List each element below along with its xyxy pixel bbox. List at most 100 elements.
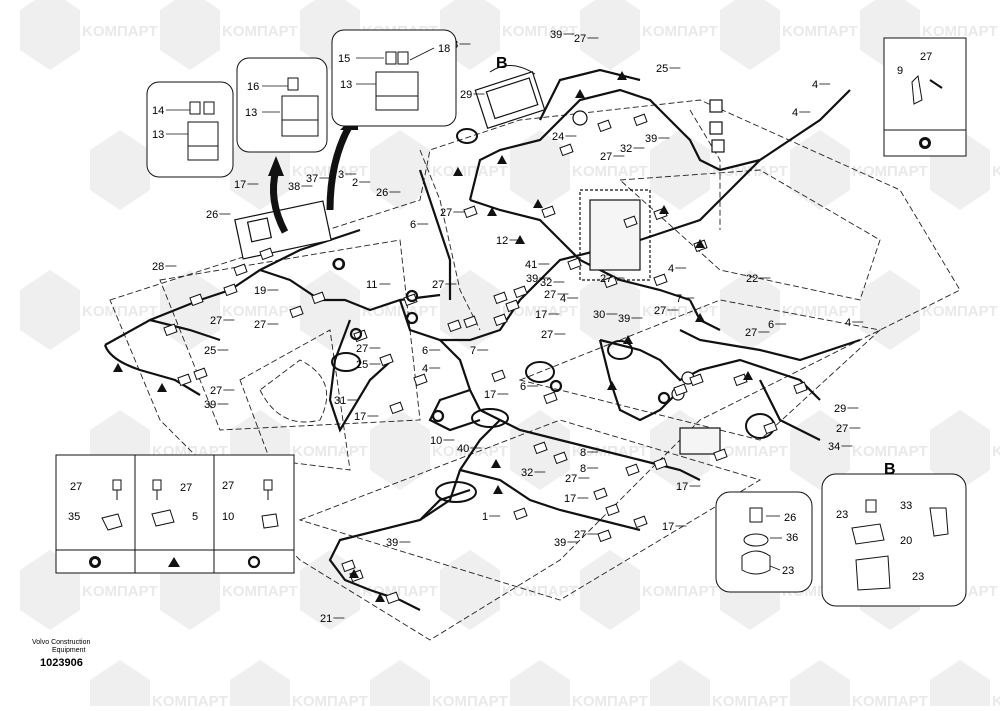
connector bbox=[625, 463, 640, 477]
callout-number: 29 bbox=[834, 403, 846, 415]
callout-number: 17 bbox=[484, 389, 496, 401]
callout-number: 21 bbox=[320, 613, 332, 625]
watermark-text: KOMПAPT bbox=[222, 23, 298, 40]
connector bbox=[673, 383, 688, 397]
callout-number: 26 bbox=[376, 187, 388, 199]
callout-number: 4 bbox=[792, 107, 798, 119]
watermark-text: KOMПAPT bbox=[222, 303, 298, 320]
triangle-mark bbox=[623, 335, 633, 344]
ring-mark bbox=[549, 379, 563, 393]
watermark-text: KOMПAPT bbox=[292, 693, 368, 706]
relay-inset-3-label-c: 13 bbox=[340, 79, 352, 91]
watermark-logo bbox=[370, 410, 430, 490]
connector bbox=[413, 373, 428, 387]
callout-number: 17 bbox=[234, 179, 246, 191]
callout-number: 27 bbox=[836, 423, 848, 435]
connector bbox=[713, 448, 728, 462]
watermark-logo bbox=[370, 660, 430, 711]
detail-b-title: B bbox=[884, 461, 896, 478]
connector bbox=[543, 391, 558, 405]
callout-number: 37 bbox=[306, 173, 318, 185]
ring-mark bbox=[332, 257, 346, 271]
legend-cell-1-label-b: 35 bbox=[68, 511, 80, 523]
watermark-text: KOMПAPT bbox=[502, 303, 578, 320]
watermark-text: KOMПAPT bbox=[712, 693, 788, 706]
callout-number: 27 bbox=[565, 473, 577, 485]
callout-number: 40 bbox=[457, 443, 469, 455]
watermark-text: KOMПAPT bbox=[992, 443, 1000, 460]
triangle-mark bbox=[515, 235, 525, 244]
callout-number: 6 bbox=[768, 319, 774, 331]
callout-number: 19 bbox=[254, 285, 266, 297]
detail-b-label-a: 33 bbox=[900, 500, 912, 512]
triangle-mark bbox=[659, 205, 669, 214]
watermark-text: KOMПAPT bbox=[852, 693, 928, 706]
watermark-logo bbox=[930, 660, 990, 711]
callout-number: 27 bbox=[544, 289, 556, 301]
connector bbox=[289, 305, 304, 319]
callout-number: 27 bbox=[356, 343, 368, 355]
ring-mark bbox=[405, 289, 419, 303]
relay-inset-2: 16 13 bbox=[236, 57, 328, 153]
watermark-logo bbox=[370, 130, 430, 210]
relay-inset-2-label-a: 16 bbox=[247, 81, 259, 93]
watermark-logo bbox=[790, 410, 850, 490]
watermark-logo bbox=[580, 270, 640, 350]
callout-leaders bbox=[165, 33, 953, 619]
watermark-logo bbox=[160, 0, 220, 70]
connector bbox=[379, 353, 394, 367]
callout-number: 4 bbox=[422, 363, 428, 375]
watermark-logo bbox=[440, 550, 500, 630]
connector bbox=[653, 457, 668, 471]
watermark-text: KOMПAPT bbox=[82, 23, 158, 40]
connector bbox=[463, 205, 478, 219]
callout-number: 27 bbox=[574, 33, 586, 45]
watermark-text: KOMПAPT bbox=[152, 693, 228, 706]
inset-top-right-label-b: 27 bbox=[920, 51, 932, 63]
triangle-mark bbox=[487, 207, 497, 216]
watermark-text: KOMПAPT bbox=[502, 583, 578, 600]
callout-number: 17 bbox=[676, 481, 688, 493]
callout-number: 34 bbox=[828, 441, 840, 453]
detail-b-inset: B 33 23 20 23 bbox=[821, 461, 967, 607]
connector bbox=[567, 257, 582, 271]
legend-cell-2-label-a: 27 bbox=[180, 482, 192, 494]
connector bbox=[223, 283, 238, 297]
legend-cell-3-label-b: 10 bbox=[222, 511, 234, 523]
footer-maker: Volvo Construction bbox=[32, 639, 91, 646]
connector bbox=[597, 529, 612, 543]
inset-top-right-label-a: 9 bbox=[897, 65, 903, 77]
connector bbox=[193, 367, 208, 381]
callout-number: 32 bbox=[540, 277, 552, 289]
callout-number: 4 bbox=[560, 293, 566, 305]
detail-b-label-d: 23 bbox=[912, 571, 924, 583]
ring-mark bbox=[431, 409, 445, 423]
watermark-logo bbox=[580, 550, 640, 630]
callout-number: 39 bbox=[550, 29, 562, 41]
connector bbox=[341, 559, 356, 573]
triangle-mark bbox=[695, 239, 705, 248]
callout-number: 25 bbox=[356, 359, 368, 371]
relay-inset-1-label-b: 13 bbox=[152, 129, 164, 141]
watermark-logo bbox=[720, 0, 780, 70]
callout-number: 10 bbox=[430, 435, 442, 447]
watermark-logo bbox=[230, 660, 290, 711]
inset-clamp-label-b: 36 bbox=[786, 532, 798, 544]
triangle-mark bbox=[375, 593, 385, 602]
inset-clamp-label-c: 23 bbox=[782, 565, 794, 577]
watermark-text: KOMПAPT bbox=[922, 303, 998, 320]
callout-number: 27 bbox=[210, 385, 222, 397]
callout-number: 39 bbox=[386, 537, 398, 549]
connector bbox=[689, 373, 704, 387]
watermark-logo bbox=[720, 270, 780, 350]
callout-number: 25 bbox=[204, 345, 216, 357]
triangle-mark bbox=[575, 89, 585, 98]
watermark-logo bbox=[20, 270, 80, 350]
callout-number: 27 bbox=[574, 529, 586, 541]
ring-mark bbox=[405, 311, 419, 325]
watermark-logo bbox=[300, 270, 360, 350]
connector bbox=[513, 507, 528, 521]
connector bbox=[491, 369, 506, 383]
callout-number: 26 bbox=[206, 209, 218, 221]
